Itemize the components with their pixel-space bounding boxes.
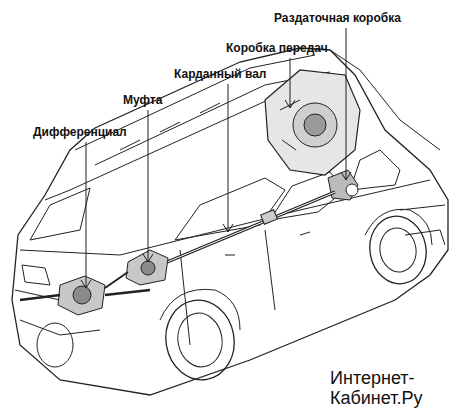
watermark: Интернет- Кабинет.Ру [330,368,450,408]
part-label: Раздаточная коробка [274,11,401,25]
part-label: Карданный вал [174,67,266,81]
part-label: Муфта [123,93,162,107]
part-label: Дифференциал [33,125,127,139]
part-label: Коробка передач [226,41,328,55]
